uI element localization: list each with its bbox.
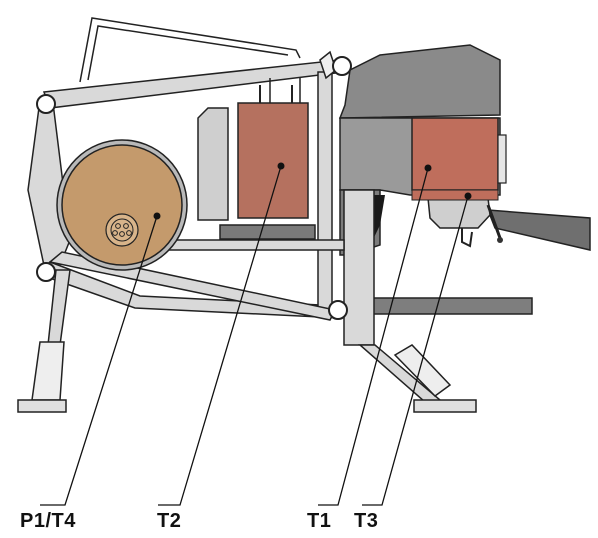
tank-t2: [197, 78, 316, 240]
leader-lines: [40, 165, 469, 506]
leader-t2: [158, 165, 282, 506]
leader-t3: [362, 195, 469, 506]
label-t3: T3: [354, 510, 379, 532]
leader-p1t4: [40, 215, 158, 506]
label-t1: T1: [307, 510, 332, 532]
group-head-t1-t3: [411, 117, 507, 201]
right-leg: [358, 344, 477, 413]
machine-frame: [27, 59, 375, 346]
leader-t1: [318, 167, 429, 506]
top-handle: [79, 17, 301, 83]
boiler-p1-t4: [56, 139, 188, 271]
drip-tray: [371, 297, 533, 315]
label-t2: T2: [157, 510, 182, 532]
label-p1-t4: P1/T4: [20, 510, 76, 532]
pivot-joints: [36, 56, 352, 320]
portafilter-handle: [486, 209, 591, 251]
left-legs: [17, 269, 71, 413]
